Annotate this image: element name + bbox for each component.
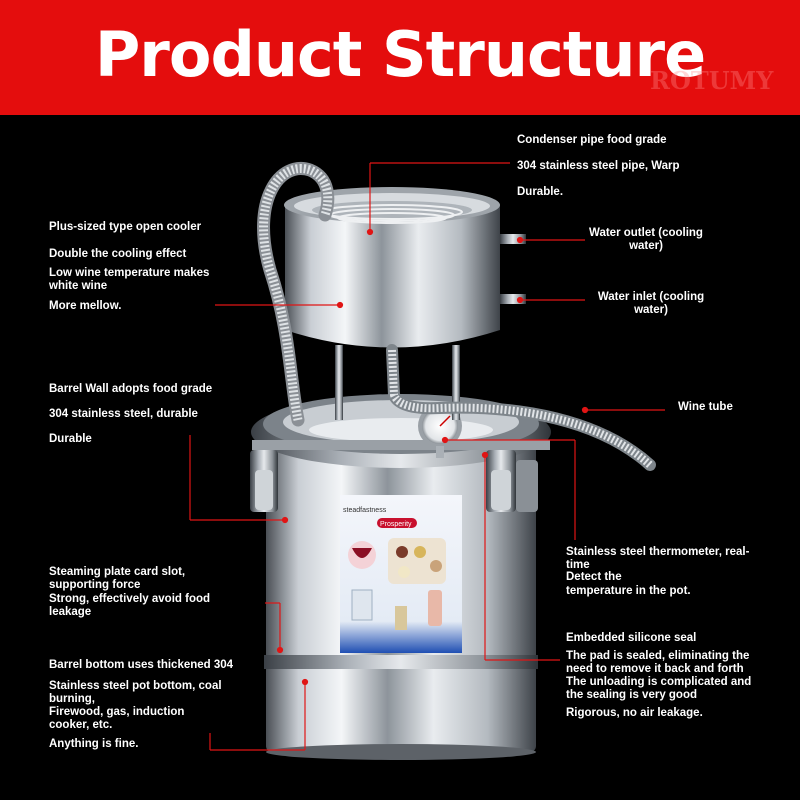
label-thermometer-2: Detect the (566, 571, 622, 583)
label-silicone-1: Embedded silicone seal (566, 632, 697, 644)
label-cooler-3: Low wine temperature makes white wine (49, 267, 210, 292)
panel-line-2: Prosperity (380, 521, 412, 528)
label-steaming-plate-1: Steaming plate card slot, supporting for… (49, 566, 186, 591)
label-thermometer-3: temperature in the pot. (566, 585, 691, 597)
label-condenser-3: Durable. (517, 186, 564, 198)
label-barrel-wall-3: Durable (49, 433, 92, 445)
label-barrel-wall-2: 304 stainless steel, durable (49, 408, 198, 420)
label-silicone-4: Rigorous, no air leakage. (566, 707, 703, 719)
label-condenser-1: Condenser pipe food grade (517, 134, 667, 146)
label-barrel-bottom-3: Firewood, gas, induction cooker, etc. (49, 706, 185, 731)
thermometer-icon (418, 404, 462, 458)
label-water-inlet-1: Water inlet (cooling (597, 291, 705, 303)
wine-tube-icon (386, 344, 656, 471)
label-silicone-3: The unloading is complicated and the sea… (566, 676, 752, 701)
label-thermometer-1: Stainless steel thermometer, real-time (566, 546, 750, 571)
panel-line-1: steadfastness (343, 507, 387, 514)
label-condenser-2: 304 stainless steel pipe, Warp (517, 160, 680, 172)
label-water-outlet-2: water) (629, 240, 663, 252)
label-cooler-1: Plus-sized type open cooler (49, 221, 202, 233)
label-steaming-plate-2: Strong, effectively avoid food leakage (49, 593, 211, 618)
label-cooler-4: More mellow. (49, 300, 122, 312)
label-barrel-bottom-2: Stainless steel pot bottom, coal burning… (49, 680, 222, 705)
label-barrel-bottom-1: Barrel bottom uses thickened 304 (49, 659, 234, 671)
page-title: Product Structure (94, 18, 706, 91)
label-silicone-2: The pad is sealed, eliminating the need … (566, 650, 750, 675)
label-barrel-bottom-4: Anything is fine. (49, 738, 139, 750)
label-water-outlet-1: Water outlet (cooling (589, 227, 703, 239)
label-wine-tube: Wine tube (678, 401, 733, 413)
title-banner: Product Structure ROTUMY (0, 0, 800, 115)
label-cooler-2: Double the cooling effect (49, 248, 187, 260)
label-water-inlet-2: water) (634, 304, 668, 316)
clamp-icon (250, 450, 538, 512)
label-barrel-wall-1: Barrel Wall adopts food grade (49, 383, 213, 395)
brand-watermark: ROTUMY (650, 66, 774, 95)
